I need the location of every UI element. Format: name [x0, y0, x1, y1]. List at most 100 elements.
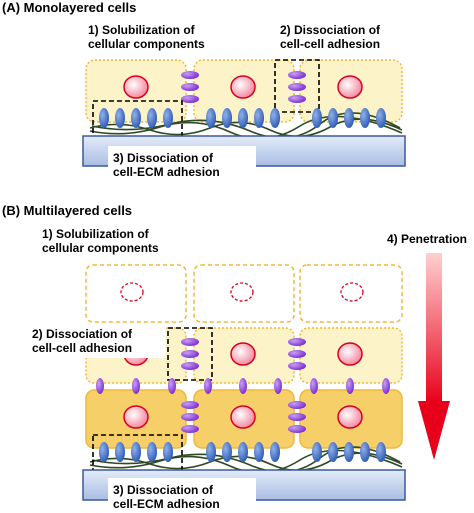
panel-b-bottom-nucleus: [337, 405, 363, 429]
panel-b-step3-highlight-box: [92, 434, 183, 478]
panel-a-junction-left: [181, 71, 199, 103]
penetration-arrow-head: [418, 401, 450, 460]
junction-protein: [288, 71, 306, 79]
panel-b-middle-nucleus: [337, 342, 363, 366]
junction-protein: [288, 425, 306, 433]
junction-protein: [288, 83, 306, 91]
junction-protein: [382, 378, 390, 394]
panel-a-step2-line2: cell-cell adhesion: [280, 37, 380, 51]
integrin: [163, 442, 173, 462]
junction-protein: [181, 401, 199, 409]
junction-protein: [132, 378, 140, 394]
integrin: [115, 442, 125, 462]
panel-b-step2-line1: 2) Dissociation of: [32, 327, 133, 341]
junction-protein: [181, 338, 199, 346]
panel-b-step2-label-background: [28, 324, 166, 358]
panel-a-integrins: [99, 108, 386, 128]
panel-b-ghost-cell: [299, 264, 403, 323]
integrin: [131, 108, 141, 128]
junction-protein: [274, 378, 282, 394]
integrin: [206, 442, 216, 462]
panel-b-step2-line2: cell-cell adhesion: [32, 341, 132, 355]
panel-a-step1-line1: 1) Solubilization of: [88, 23, 196, 37]
junction-protein: [204, 378, 212, 394]
panel-a-junction-right: [288, 71, 306, 103]
penetration-arrow: [418, 253, 450, 460]
integrin: [328, 442, 338, 462]
junction-protein: [181, 83, 199, 91]
junction-protein: [96, 378, 104, 394]
panel-a-step1-line2: cellular components: [88, 37, 205, 51]
panel-b-bottom-junction-right: [288, 401, 306, 433]
panel-b-middle-junction-left: [181, 338, 199, 370]
panel-a-nucleus: [123, 75, 149, 99]
panel-b-bottom-nucleus: [230, 405, 256, 429]
integrin: [147, 108, 157, 128]
integrin: [312, 108, 322, 128]
junction-protein: [288, 95, 306, 103]
junction-protein: [239, 378, 247, 394]
panel-b-ghost-nucleus: [340, 282, 364, 302]
integrin: [270, 442, 280, 462]
panel-a-step2-line1: 2) Dissociation of: [280, 23, 381, 37]
junction-protein: [181, 350, 199, 358]
panel-b-step1-line1: 1) Solubilization of: [42, 227, 150, 241]
junction-protein: [288, 362, 306, 370]
junction-protein: [310, 378, 318, 394]
penetration-arrow-shaft: [426, 253, 442, 403]
panel-b-ghost-cell: [193, 264, 295, 323]
integrin: [222, 442, 232, 462]
integrin: [376, 442, 386, 462]
junction-protein: [181, 362, 199, 370]
junction-protein: [168, 378, 176, 394]
junction-protein: [346, 378, 354, 394]
panel-b-middle-nucleus: [230, 342, 256, 366]
panel-b: (B) Multilayered cells 1) Solubilization…: [2, 203, 467, 512]
integrin: [163, 108, 173, 128]
panel-a-step3-line1: 3) Dissociation of: [113, 151, 214, 165]
integrin: [344, 108, 354, 128]
panel-b-integrins: [99, 442, 386, 462]
panel-b-horizontal-junctions: [96, 378, 390, 394]
junction-protein: [288, 338, 306, 346]
junction-protein: [181, 71, 199, 79]
integrin: [328, 108, 338, 128]
panel-b-ghost-nucleus: [120, 282, 144, 302]
integrin: [360, 108, 370, 128]
junction-protein: [288, 350, 306, 358]
integrin: [238, 108, 248, 128]
integrin: [312, 442, 322, 462]
junction-protein: [288, 413, 306, 421]
panel-a-nucleus: [230, 75, 256, 99]
integrin: [206, 108, 216, 128]
junction-protein: [181, 425, 199, 433]
panel-b-middle-junction-right: [288, 338, 306, 370]
integrin: [222, 108, 232, 128]
junction-protein: [288, 401, 306, 409]
panel-a-nucleus: [337, 75, 363, 99]
integrin: [360, 442, 370, 462]
panel-a: (A) Monolayered cells 1) Solubilization …: [2, 0, 406, 182]
panel-b-step3-label-background: [108, 478, 256, 512]
panel-b-ghost-cell: [85, 264, 187, 323]
integrin: [147, 442, 157, 462]
integrin: [131, 442, 141, 462]
integrin: [99, 108, 109, 128]
panel-b-step1-line2: cellular components: [42, 241, 159, 255]
panel-b-step3-line1: 3) Dissociation of: [113, 483, 214, 497]
panel-a-title: (A) Monolayered cells: [2, 0, 136, 15]
panel-a-step3-label-background: [108, 146, 256, 182]
junction-protein: [181, 413, 199, 421]
integrin: [270, 108, 280, 128]
integrin: [254, 108, 264, 128]
integrin: [238, 442, 248, 462]
panel-b-title: (B) Multilayered cells: [2, 203, 132, 218]
integrin: [376, 108, 386, 128]
panel-b-bottom-nucleus: [123, 405, 149, 429]
panel-b-bottom-junction-left: [181, 401, 199, 433]
panel-b-step4-label: 4) Penetration: [387, 232, 467, 246]
junction-protein: [181, 95, 199, 103]
integrin: [254, 442, 264, 462]
panel-b-ghost-nucleus: [230, 282, 254, 302]
